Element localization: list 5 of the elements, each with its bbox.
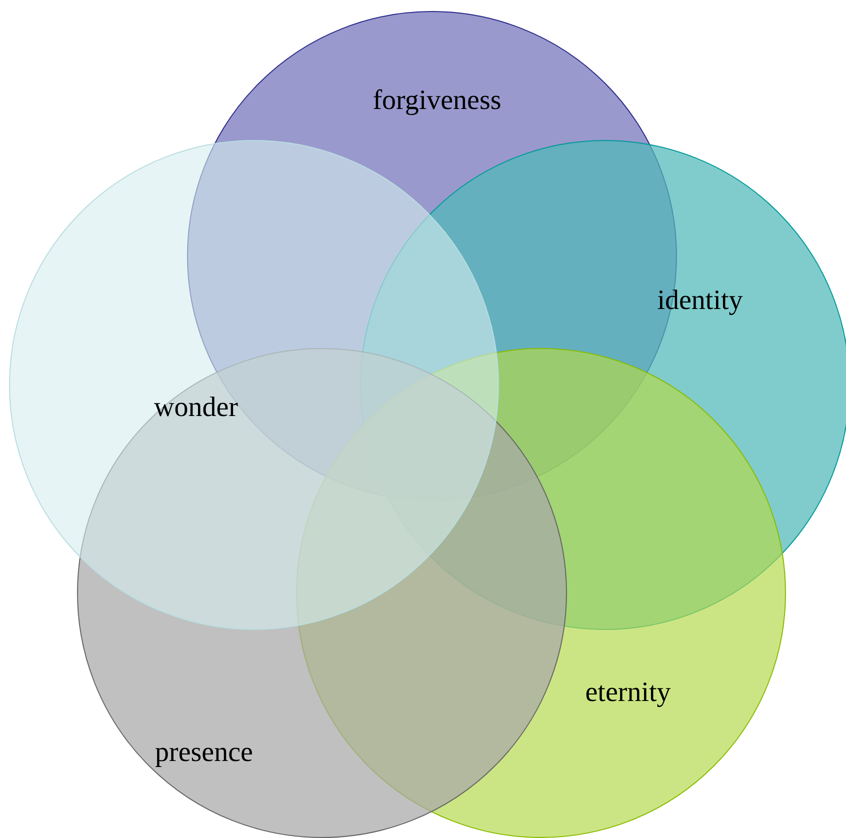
circle-label: eternity	[585, 677, 671, 709]
circle-label: forgiveness	[372, 85, 502, 117]
circle-label: presence	[155, 737, 253, 769]
circle-label: wonder	[154, 392, 238, 424]
circle-label: identity	[657, 285, 743, 317]
